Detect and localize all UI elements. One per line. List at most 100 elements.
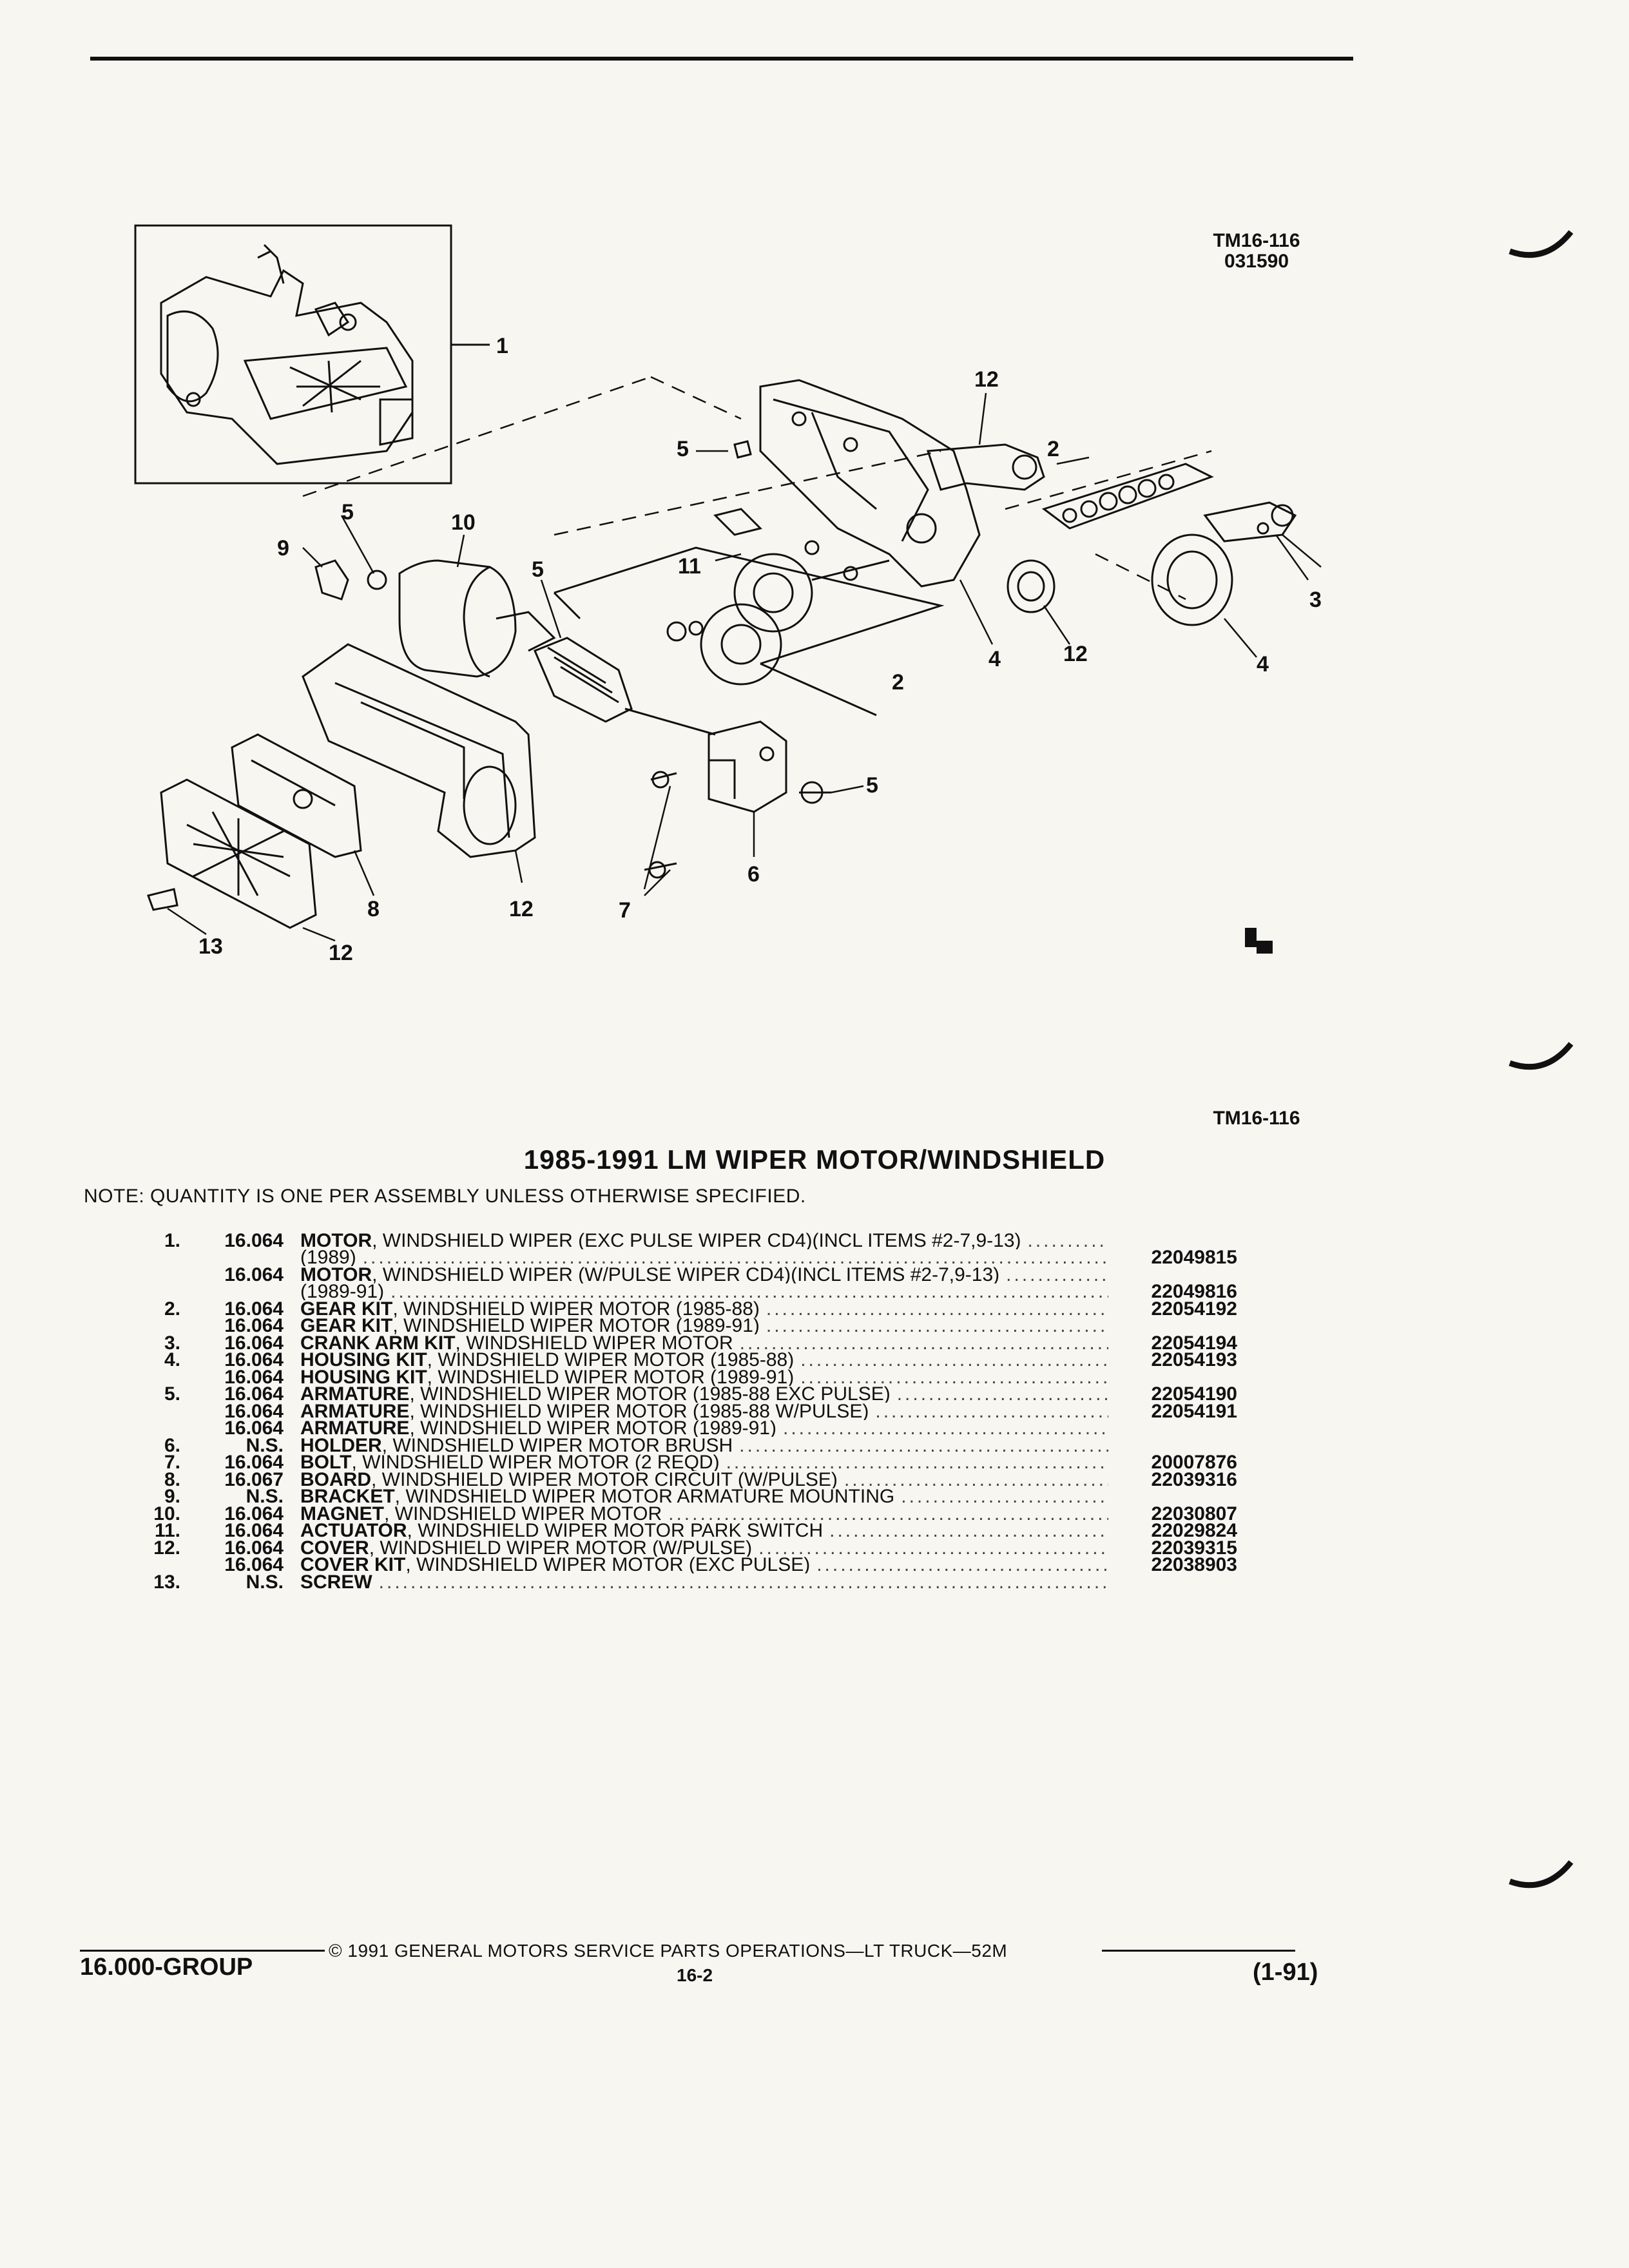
callout-9: 9: [277, 536, 289, 561]
part-description: CRANK ARM KIT , WINDSHIELD WIPER MOTOR: [284, 1335, 1108, 1352]
part-description: BOLT , WINDSHIELD WIPER MOTOR (2 REQD): [284, 1454, 1108, 1471]
part-detail: , WINDSHIELD WIPER MOTOR (1989-91): [392, 1318, 760, 1334]
part-description: SCREW: [284, 1574, 1108, 1591]
part-number: 22049816: [1151, 1281, 1237, 1302]
item-number: 8.: [164, 1468, 180, 1490]
parts-row: (1989-91) 22049816: [129, 1281, 1237, 1302]
callout-3: 3: [1309, 588, 1322, 612]
part-name: COVER: [300, 1539, 369, 1557]
part-name: ARMATURE: [300, 1386, 410, 1403]
part-detail: (1989-91): [300, 1283, 385, 1300]
figure-code: 031590: [1224, 251, 1289, 272]
part-description: MAGNET , WINDSHIELD WIPER MOTOR: [284, 1506, 1108, 1523]
part-number: 22054190: [1151, 1383, 1237, 1405]
group-number: 16.064: [224, 1537, 284, 1559]
part-description: COVER , WINDSHIELD WIPER MOTOR (W/PULSE): [284, 1540, 1108, 1557]
leader-dots: [800, 1369, 1108, 1386]
callout-10: 10: [451, 510, 476, 535]
callout-6: 6: [747, 862, 760, 887]
leader-dots: [800, 1352, 1108, 1369]
part-description: HOUSING KIT , WINDSHIELD WIPER MOTOR (19…: [284, 1369, 1108, 1386]
footer-date-code: (1-91): [1253, 1959, 1318, 1986]
part-name: HOLDER: [300, 1437, 382, 1454]
item-number: 1.: [164, 1229, 180, 1251]
part-name: ARMATURE: [300, 1420, 410, 1437]
group-number: 16.064: [224, 1554, 284, 1575]
part-description: MOTOR , WINDSHIELD WIPER (W/PULSE WIPER …: [284, 1267, 1108, 1283]
circuit-board-illustration: [231, 733, 362, 858]
part-number: 22054193: [1151, 1349, 1237, 1370]
armature-illustration: [534, 637, 716, 736]
leader-lines: [167, 392, 1322, 942]
item-number: 6.: [164, 1434, 180, 1456]
callout-2-mid: 2: [892, 670, 904, 695]
item-number: 13.: [153, 1571, 180, 1593]
binder-mark-3: [1509, 1860, 1574, 1888]
part-description: (1989-91): [284, 1283, 1108, 1300]
leader-dots: [783, 1420, 1108, 1437]
part-detail: , WINDSHIELD WIPER MOTOR (1985-88 W/PULS…: [409, 1403, 869, 1420]
leader-dots: [758, 1540, 1108, 1557]
part-description: GEAR KIT , WINDSHIELD WIPER MOTOR (1989-…: [284, 1318, 1108, 1334]
callout-4-right: 4: [1257, 652, 1269, 677]
leader-dots: [901, 1488, 1108, 1505]
part-detail: , WINDSHIELD WIPER MOTOR: [384, 1505, 662, 1523]
callout-5-top: 5: [677, 437, 689, 461]
part-number: 22054191: [1151, 1400, 1237, 1422]
leader-dots: [726, 1454, 1108, 1471]
brush-holder-illustration: [708, 720, 787, 813]
part-number: 22039316: [1151, 1468, 1237, 1490]
footer-copyright: © 1991 GENERAL MOTORS SERVICE PARTS OPER…: [329, 1941, 1008, 1961]
part-name: MOTOR: [300, 1232, 372, 1249]
leader-dots: [766, 1318, 1108, 1334]
leader-dots: [739, 1437, 1108, 1454]
bracket-illustration: [314, 559, 349, 601]
gear-case-illustration: [302, 643, 536, 858]
figure-ref-bottom: TM16-116: [1213, 1108, 1300, 1129]
part-description: ARMATURE , WINDSHIELD WIPER MOTOR (1985-…: [284, 1403, 1108, 1420]
part-name: BOARD: [300, 1471, 371, 1488]
part-detail: , WINDSHIELD WIPER (W/PULSE WIPER CD4)(I…: [372, 1266, 1000, 1283]
callout-5-left: 5: [342, 500, 354, 524]
part-detail: , WINDSHIELD WIPER MOTOR (EXC PULSE): [405, 1557, 811, 1573]
logo-mark: [1245, 928, 1273, 954]
item-number: 10.: [153, 1503, 180, 1524]
callout-5-right: 5: [866, 773, 878, 798]
leader-dots: [1006, 1267, 1108, 1283]
group-number: 16.064: [224, 1332, 284, 1354]
footer-rule-left: [80, 1950, 325, 1952]
part-description: GEAR KIT , WINDSHIELD WIPER MOTOR (1985-…: [284, 1301, 1108, 1318]
part-name: SCREW: [300, 1573, 372, 1591]
group-number: 16.064: [224, 1315, 284, 1336]
exploded-parts-diagram: 1 12 5 2 5 10 9 11 5 3 4 12 4 2 5 6 8 12…: [134, 224, 1322, 965]
crank-lever-illustration: [1203, 501, 1297, 543]
item-number: 4.: [164, 1349, 180, 1370]
footer-rule-right: [1102, 1950, 1295, 1952]
part-description: BRACKET , WINDSHIELD WIPER MOTOR ARMATUR…: [284, 1488, 1108, 1505]
leader-dots: [766, 1301, 1108, 1318]
small-gear-illustration: [1007, 559, 1055, 613]
washer-stack-illustration: [1041, 463, 1214, 530]
parts-row: 13.N.S.SCREW: [129, 1571, 1237, 1593]
leader-dots: [379, 1574, 1108, 1591]
callout-12-mid: 12: [1063, 642, 1088, 666]
part-description: ARMATURE , WINDSHIELD WIPER MOTOR (1989-…: [284, 1420, 1108, 1437]
parts-row: (1989)22049815: [129, 1248, 1237, 1267]
figure-ref-top: TM16-116 031590: [1192, 231, 1321, 272]
part-detail: , WINDSHIELD WIPER MOTOR PARK SWITCH: [407, 1523, 824, 1539]
callout-13: 13: [198, 934, 223, 959]
page-title: 1985-1991 LM WIPER MOTOR/WINDSHIELD: [523, 1144, 1106, 1175]
group-number: 16.064: [224, 1229, 284, 1251]
part-name: MOTOR: [300, 1266, 372, 1283]
part-detail: , WINDSHIELD WIPER MOTOR BRUSH: [381, 1437, 733, 1454]
